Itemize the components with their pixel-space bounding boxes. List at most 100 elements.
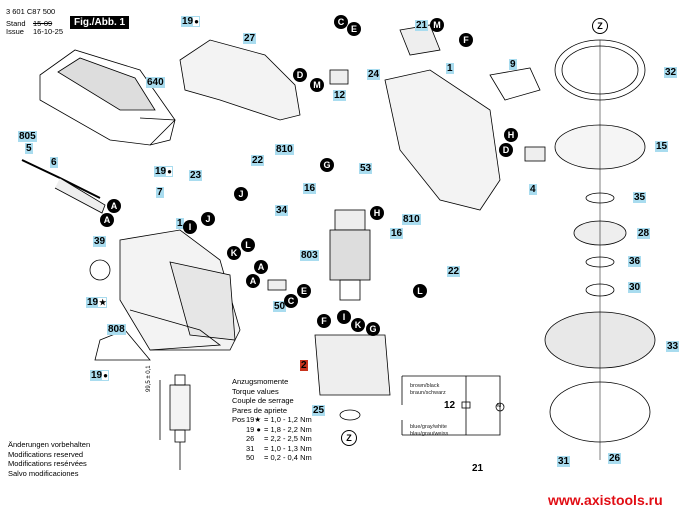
torque-row: 50= 0,2 - 0,4 Nm [232,453,312,463]
reference-z-bottom: Z [341,430,357,446]
label-text: 19 [155,166,167,177]
terminal-block-drawing [267,279,287,291]
part-label-23: 23 [189,170,203,181]
torque-title-en: Torque values [232,386,279,396]
connector-c: C [334,15,348,29]
part-label-5: 5 [25,143,33,154]
wiring-diagram [401,375,505,436]
part-label-34: 34 [275,205,289,216]
connector-e: E [347,22,361,36]
figure-label: Fig./Abb. 1 [70,16,130,29]
connector-a: A [107,199,121,213]
part-label-9: 9 [509,59,517,70]
connector-h: H [504,128,518,142]
part-label-4: 4 [529,184,537,195]
pad-assembly-drawing [544,39,656,460]
part-label-1-left: 1 [176,218,184,229]
connector-j: J [234,187,248,201]
part-label-30: 30 [628,282,642,293]
bullet-marker: ● [102,371,108,380]
connector-l: L [241,238,255,252]
note-en: Modifications reserved [8,449,84,459]
motor-symbol: M [497,403,502,409]
part-label-25: 25 [312,405,326,416]
stand-label: Stand [6,19,26,28]
connector-k: K [227,246,241,260]
torque-value: = 1,8 - 2,2 Nm [264,424,312,434]
bullet-marker: ● [166,167,172,176]
connector-i: I [337,310,351,324]
connector-f: F [317,314,331,328]
torque-row: 26= 2,2 - 2,5 Nm [232,434,312,444]
wire-label-brown-black: brown/black [410,383,440,389]
connector-h: H [370,206,384,220]
wiring-capacitor-label: 12 [444,400,456,411]
left-housing-drawing [89,229,241,351]
label-text: 19 [182,16,194,27]
connector-e: E [297,284,311,298]
connector-c: C [284,294,298,308]
connector-i: I [183,220,197,234]
capacitor-drawing [329,69,349,85]
part-label-22-right: 22 [447,266,461,277]
connector-a: A [246,274,260,288]
torque-row: 19 ●= 1,8 - 2,2 Nm [232,425,312,435]
torque-title-fr: Couple de serrage [232,396,294,405]
part-label-805: 805 [18,131,37,142]
part-label-22-left: 22 [251,155,265,166]
part-label-1-right: 1 [446,63,454,74]
torque-value: = 1,0 - 1,3 Nm [264,443,312,453]
issue-date: 16-10-25 [33,27,64,36]
cable-drawing [21,159,106,214]
connector-m: M [430,18,444,32]
part-label-53: 53 [359,163,373,174]
part-label-24: 24 [367,69,381,80]
connector-f: F [459,33,473,47]
part-label-6: 6 [50,157,58,168]
watermark-link[interactable]: www.axistools.ru [548,492,663,508]
pos-label: Pos [232,415,245,424]
part-label-7: 7 [156,187,164,198]
note-es: Salvo modificaciones [8,468,79,478]
torque-value: = 2,2 - 2,5 Nm [264,434,312,443]
connector-l: L [413,284,427,298]
part-label-31: 31 [557,456,571,467]
part-label-19-mid: 19● [154,166,173,177]
part-label-26: 26 [608,453,622,464]
part-label-810-right: 810 [402,214,421,225]
connector-g: G [320,158,334,172]
connector-g: G [366,322,380,336]
part-label-28: 28 [637,228,651,239]
switch-drawing [524,146,546,162]
connector-j: J [201,212,215,226]
connector-k: K [351,318,365,332]
part-label-808: 808 [107,324,126,335]
star-marker: ★ [98,298,107,307]
torque-pos: 19 ● [246,424,261,434]
torque-title-de: Anzugsmomente [232,377,289,386]
label-text: 19 [87,297,99,308]
dust-box-drawing [39,49,176,146]
part-label-32: 32 [664,67,678,78]
note-fr: Modifications resérvées [8,459,87,468]
part-label-12: 12 [333,90,347,101]
wire-label-braun-schwarz: braun/schwarz [410,390,446,396]
connector-d: D [293,68,307,82]
bullet-marker: ● [193,17,199,26]
torque-row: 31 = 1,0 - 1,3 Nm [232,444,312,454]
wire-label-blue-gray-white: blue/gray/white [410,424,447,430]
part-label-19-bottom: 19● [90,370,109,381]
modification-notes: Änderungen vorbehalten Modifications res… [8,440,90,478]
part-label-803: 803 [300,250,319,261]
torque-pos: 31 [246,443,255,453]
torque-pos: 19★ [246,415,262,424]
part-number: 3 601 C87 500 [6,7,56,16]
stator-drawing [314,334,391,421]
part-label-21: 21 [415,20,429,31]
part-label-19-top: 19● [181,16,200,27]
torque-value: = 1,0 - 1,2 Nm [264,415,312,424]
part-label-19-star: 19★ [86,297,108,308]
torque-pos: 50 [246,453,255,462]
